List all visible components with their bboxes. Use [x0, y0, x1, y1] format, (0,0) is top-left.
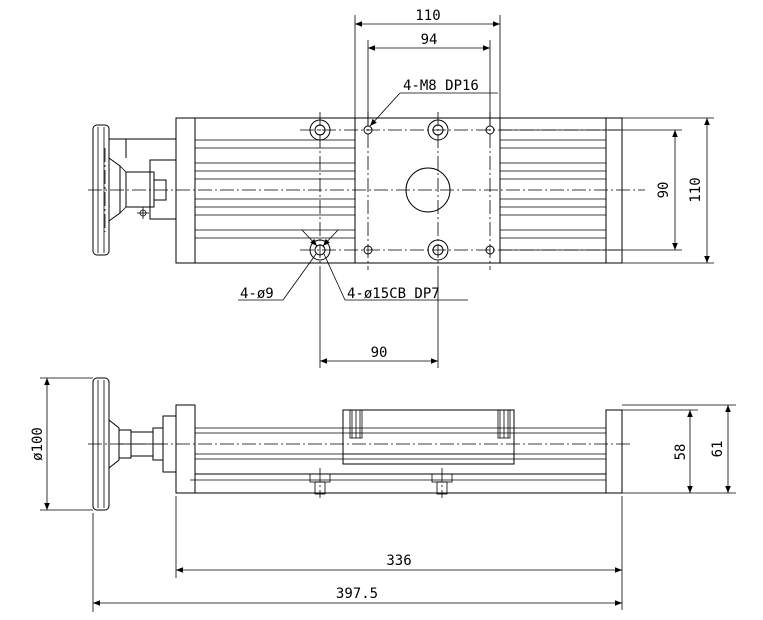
motor-end-block-top: [175, 117, 196, 264]
svg-text:397.5: 397.5: [336, 586, 378, 602]
dim-hole-spacing-y: 90: [500, 129, 682, 251]
base-side: [194, 473, 607, 494]
dim-handwheel-dia: ø100: [30, 377, 93, 511]
side-view: ø100 58 61 336 397.5: [30, 377, 736, 612]
svg-text:61: 61: [710, 441, 726, 458]
idler-end-block-top: [605, 117, 623, 264]
svg-text:90: 90: [656, 182, 672, 199]
dim-hole-spacing-x: 94: [367, 32, 491, 126]
dim-body-height: 110: [622, 117, 714, 264]
callout-thru-holes: 4-ø9: [238, 229, 339, 302]
rails-top-left: [195, 139, 355, 239]
svg-text:4-ø15CB DP7: 4-ø15CB DP7: [347, 286, 440, 302]
motor-end-block-side: [175, 404, 196, 494]
callout-tapped-holes: 4-M8 DP16: [369, 78, 498, 127]
svg-text:110: 110: [688, 177, 704, 202]
svg-text:336: 336: [386, 553, 411, 569]
dim-plate-width: 110: [354, 8, 501, 118]
carriage-side: [342, 409, 515, 465]
callout-counterbore: 4-ø15CB DP7: [323, 253, 468, 302]
idler-end-block-side: [605, 409, 623, 494]
rails-top-right: [500, 139, 606, 239]
dim-total-height: 61: [622, 404, 736, 493]
svg-text:ø100: ø100: [30, 427, 46, 461]
top-view: 110 94 4-M8 DP16 90 110: [88, 8, 714, 368]
svg-text:90: 90: [371, 345, 388, 361]
carriage-plate-top: [354, 117, 501, 264]
dim-body-length: 336: [175, 496, 623, 610]
dim-mount-spacing: 90: [319, 270, 439, 368]
svg-text:110: 110: [415, 8, 440, 24]
svg-text:58: 58: [673, 444, 689, 461]
dim-carriage-height: 58: [622, 409, 736, 494]
carriage-bolts: [349, 409, 511, 439]
svg-text:94: 94: [421, 32, 438, 48]
svg-text:4-M8 DP16: 4-M8 DP16: [403, 78, 479, 94]
dim-overall-length: 397.5: [92, 513, 622, 612]
base-screws: [309, 468, 453, 498]
svg-text:4-ø9: 4-ø9: [240, 286, 274, 302]
